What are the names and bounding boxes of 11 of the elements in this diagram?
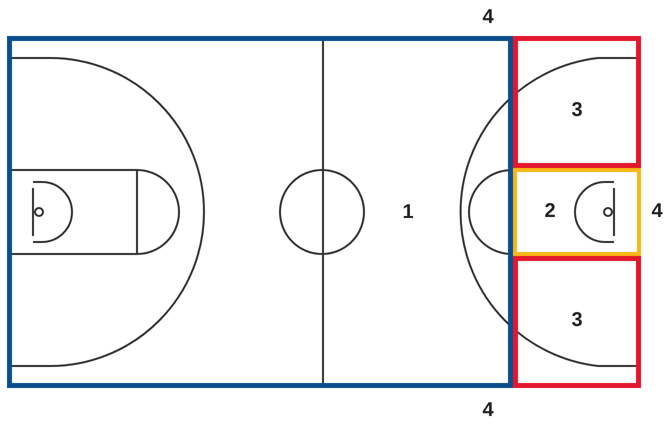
zone-outline [513,36,641,168]
zone-number: 3 [571,310,583,330]
zone-number: 1 [402,202,414,222]
zone-outline [7,36,513,388]
zone-outline [513,168,641,256]
zone-number: 3 [571,100,583,120]
zone-number: 4 [482,7,494,27]
zone-number: 2 [544,201,556,221]
zone-number: 4 [482,400,494,420]
zone-outline [513,256,641,388]
zone-number: 4 [651,201,663,221]
